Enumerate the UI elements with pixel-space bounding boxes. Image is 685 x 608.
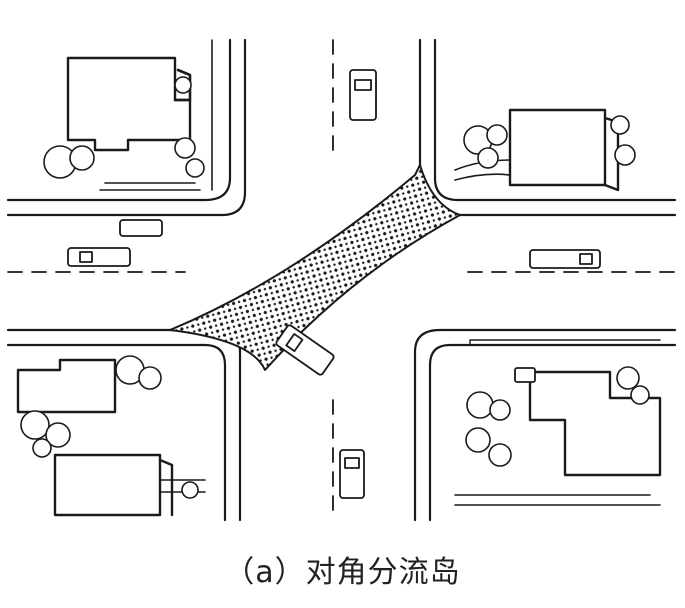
sidewalk-nw-inner xyxy=(8,40,230,200)
sidewalk-ne-inner xyxy=(435,40,675,200)
diagonal-diverter-island xyxy=(170,165,460,370)
building-sw-lower-shadow xyxy=(160,460,172,515)
figure-caption: （a）对角分流岛 xyxy=(224,555,461,590)
curb-nw xyxy=(8,40,245,215)
fence-se xyxy=(470,340,660,345)
building-se xyxy=(530,372,660,475)
building-sw-lower xyxy=(55,455,160,515)
building-nw xyxy=(68,58,190,150)
driveway-nw xyxy=(100,183,200,190)
intersection-diagram xyxy=(0,0,685,540)
driveway-se xyxy=(455,495,660,505)
building-ne xyxy=(510,110,605,185)
building-sw-upper xyxy=(18,360,115,412)
curb-se xyxy=(415,330,675,520)
car-icon xyxy=(68,70,600,498)
sidewalk-se-inner xyxy=(430,345,675,520)
sidewalk-sw-inner xyxy=(8,345,225,520)
tree-icon xyxy=(21,77,649,498)
